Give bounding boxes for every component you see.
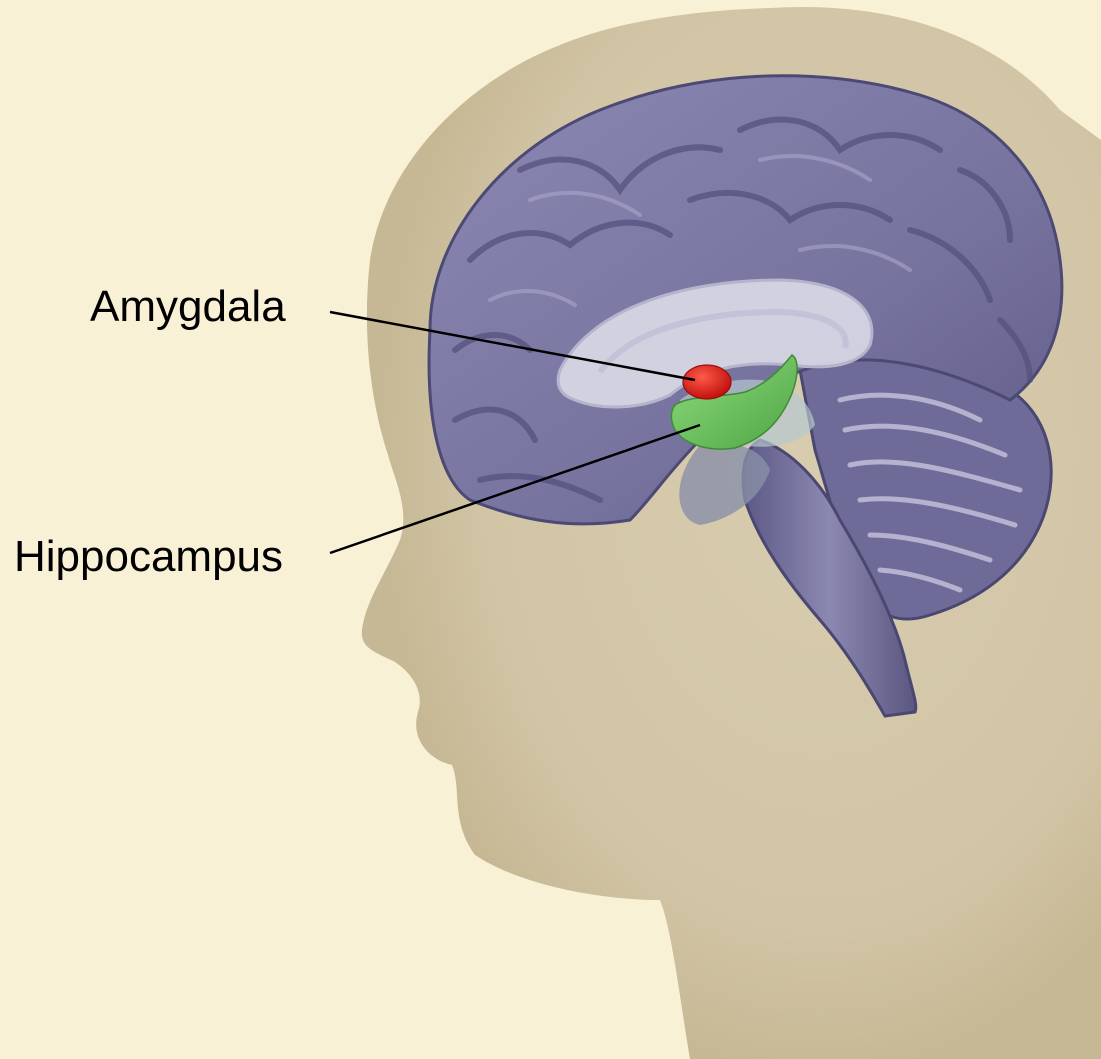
amygdala-structure: [683, 365, 731, 399]
hippocampus-label: Hippocampus: [14, 535, 283, 579]
amygdala-label: Amygdala: [90, 285, 286, 329]
